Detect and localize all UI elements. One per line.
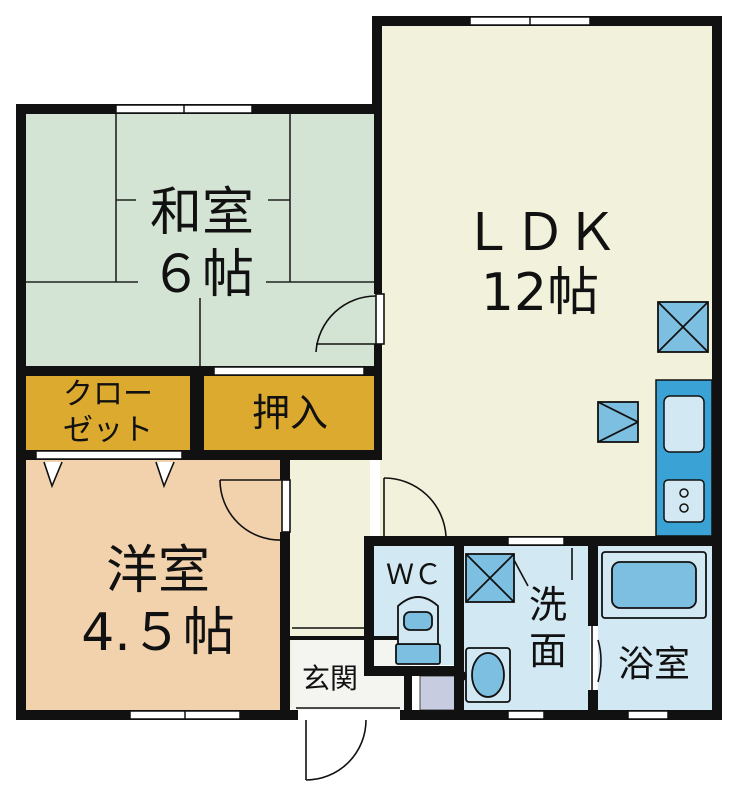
meter-box [419, 675, 457, 711]
windows [35, 16, 669, 720]
appliance-box-2 [597, 401, 639, 443]
oshiire-floor [204, 375, 376, 451]
washitsu-name: 和室 [150, 183, 254, 243]
washitsu-size: ６帖 [150, 245, 254, 305]
washitsu-label-bg [138, 178, 266, 298]
kitchen-counter [655, 379, 713, 537]
toilet [395, 596, 441, 665]
senmen-label-line1: 洗 [529, 583, 567, 627]
bathtub [601, 551, 707, 619]
ldk-name: ＬＤＫ [462, 203, 618, 263]
closet-floor [26, 375, 190, 451]
youshitsu-floor [26, 459, 284, 713]
wc-label: ＷＣ [386, 558, 442, 591]
youshitsu-size: 4.５帖 [81, 603, 235, 663]
wash-basin [457, 647, 511, 703]
genkan-label: 玄関 [302, 662, 358, 695]
senmen-partition [513, 559, 529, 587]
closet-label-line2: ゼット [63, 413, 153, 448]
senmen-label-line2: 面 [529, 629, 567, 673]
washing-machine-box [465, 553, 515, 603]
closet-label-line1: クロー [63, 377, 153, 412]
youshitsu-name: 洋室 [106, 541, 210, 601]
oshiire-label: 押入 [252, 391, 328, 435]
doors [43, 293, 602, 781]
appliance-box-1 [657, 301, 709, 353]
yokushitsu-label: 浴室 [618, 644, 690, 685]
ldk-size: 12帖 [481, 263, 599, 323]
